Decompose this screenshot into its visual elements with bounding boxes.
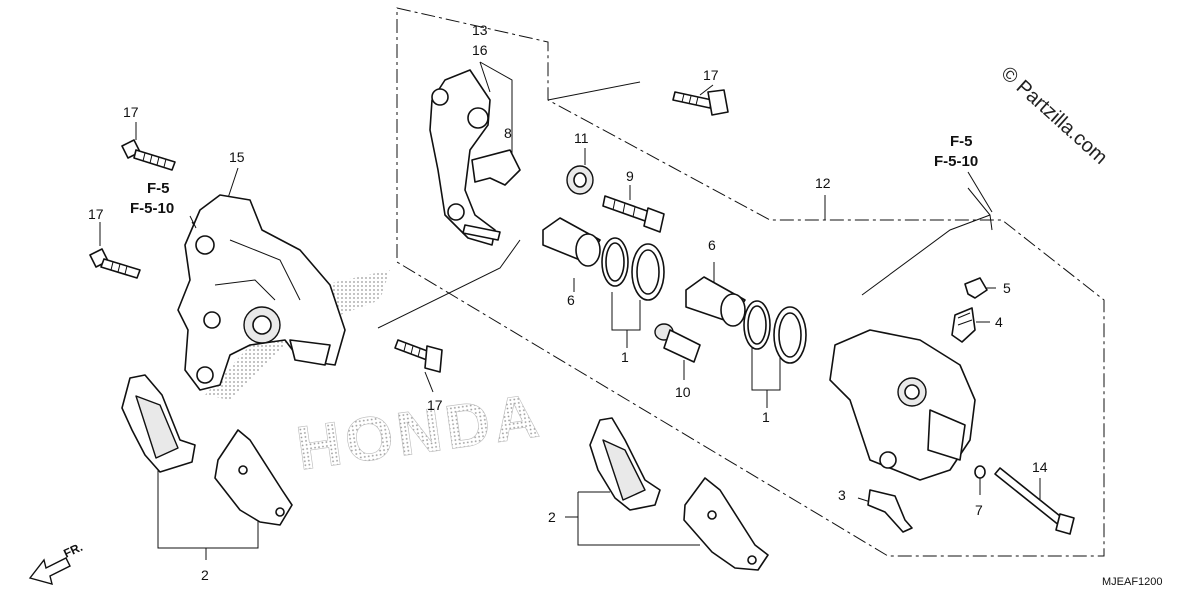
callout-17-lower-left: 17: [88, 206, 104, 222]
callout-15: 15: [229, 149, 245, 165]
callout-11: 11: [574, 130, 589, 146]
callout-10: 10: [675, 384, 691, 400]
slide-pin-upper: [602, 195, 665, 233]
assembly-outline: [396, 7, 1105, 557]
callout-7: 7: [975, 502, 983, 518]
piston-left: [542, 217, 601, 267]
front-label: FR.: [61, 540, 84, 561]
diagram-code: MJEAF1200: [1102, 576, 1163, 588]
bolt-upper-center: [672, 89, 729, 116]
honda-wing-watermark: [205, 270, 390, 400]
bolt-lower-left: [89, 248, 141, 279]
callout-6-left: 6: [567, 292, 575, 308]
ref-arrow-right: [967, 171, 993, 213]
brake-pad-set-center: [589, 417, 769, 571]
honda-brand-watermark: HONDA: [292, 381, 547, 484]
piston-right: [685, 276, 746, 327]
callout-2-left: 2: [201, 567, 209, 583]
dust-boot: [566, 165, 594, 195]
pad-spring: [867, 489, 913, 533]
ref-arrow-left: [189, 215, 197, 229]
bolt-upper-left: [121, 139, 176, 171]
callout-14: 14: [1032, 459, 1048, 475]
callout-17-top: 17: [703, 67, 719, 83]
callout-2-center: 2: [548, 509, 556, 525]
callout-9: 9: [626, 168, 634, 184]
callout-12: 12: [815, 175, 831, 191]
pin-plug: [974, 465, 986, 479]
caliper-bracket-center: [429, 69, 501, 246]
callout-17-upper-left: 17: [123, 104, 139, 120]
front-arrow-icon: [28, 557, 71, 585]
bolt-center: [394, 339, 443, 373]
callout-5: 5: [1003, 280, 1011, 296]
bleeder-valve: [951, 307, 976, 343]
ref-f5-right: F-5: [950, 133, 973, 150]
callout-13: 13: [472, 22, 488, 38]
ref-f5-10-left: F-5-10: [130, 200, 174, 217]
leader-lines: [99, 61, 1041, 560]
seal-set-right: [743, 300, 807, 364]
callout-6-right: 6: [708, 237, 716, 253]
ref-f5-left: F-5: [147, 180, 170, 197]
callout-8: 8: [504, 125, 512, 141]
callout-1-left: 1: [621, 349, 629, 365]
outline-spur: [547, 81, 641, 101]
callout-4: 4: [995, 314, 1003, 330]
callout-1-right: 1: [762, 409, 770, 425]
callout-16: 16: [472, 42, 488, 58]
partzilla-watermark: © Partzilla.com: [997, 62, 1112, 169]
pad-pin: [994, 467, 1075, 535]
caliper-bracket-left: [177, 194, 346, 391]
bleeder-cap: [964, 277, 988, 299]
reference-labels: F-5 F-5-10 F-5 F-5-10: [130, 133, 993, 229]
slide-pin-lower: [654, 323, 701, 363]
callout-labels: 13 16 8 11 9 17 17 17 17 15 12 6 6 1 1 1…: [88, 22, 1048, 583]
pad-spring-clip: [471, 149, 521, 186]
callout-3: 3: [838, 487, 846, 503]
ref-f5-10-right: F-5-10: [934, 153, 978, 170]
front-direction-indicator: FR.: [28, 540, 85, 585]
callout-17-center: 17: [427, 397, 443, 413]
brake-pad-set-left: [121, 374, 293, 526]
seal-set-left: [601, 237, 665, 301]
caliper-body-right: [829, 329, 976, 481]
